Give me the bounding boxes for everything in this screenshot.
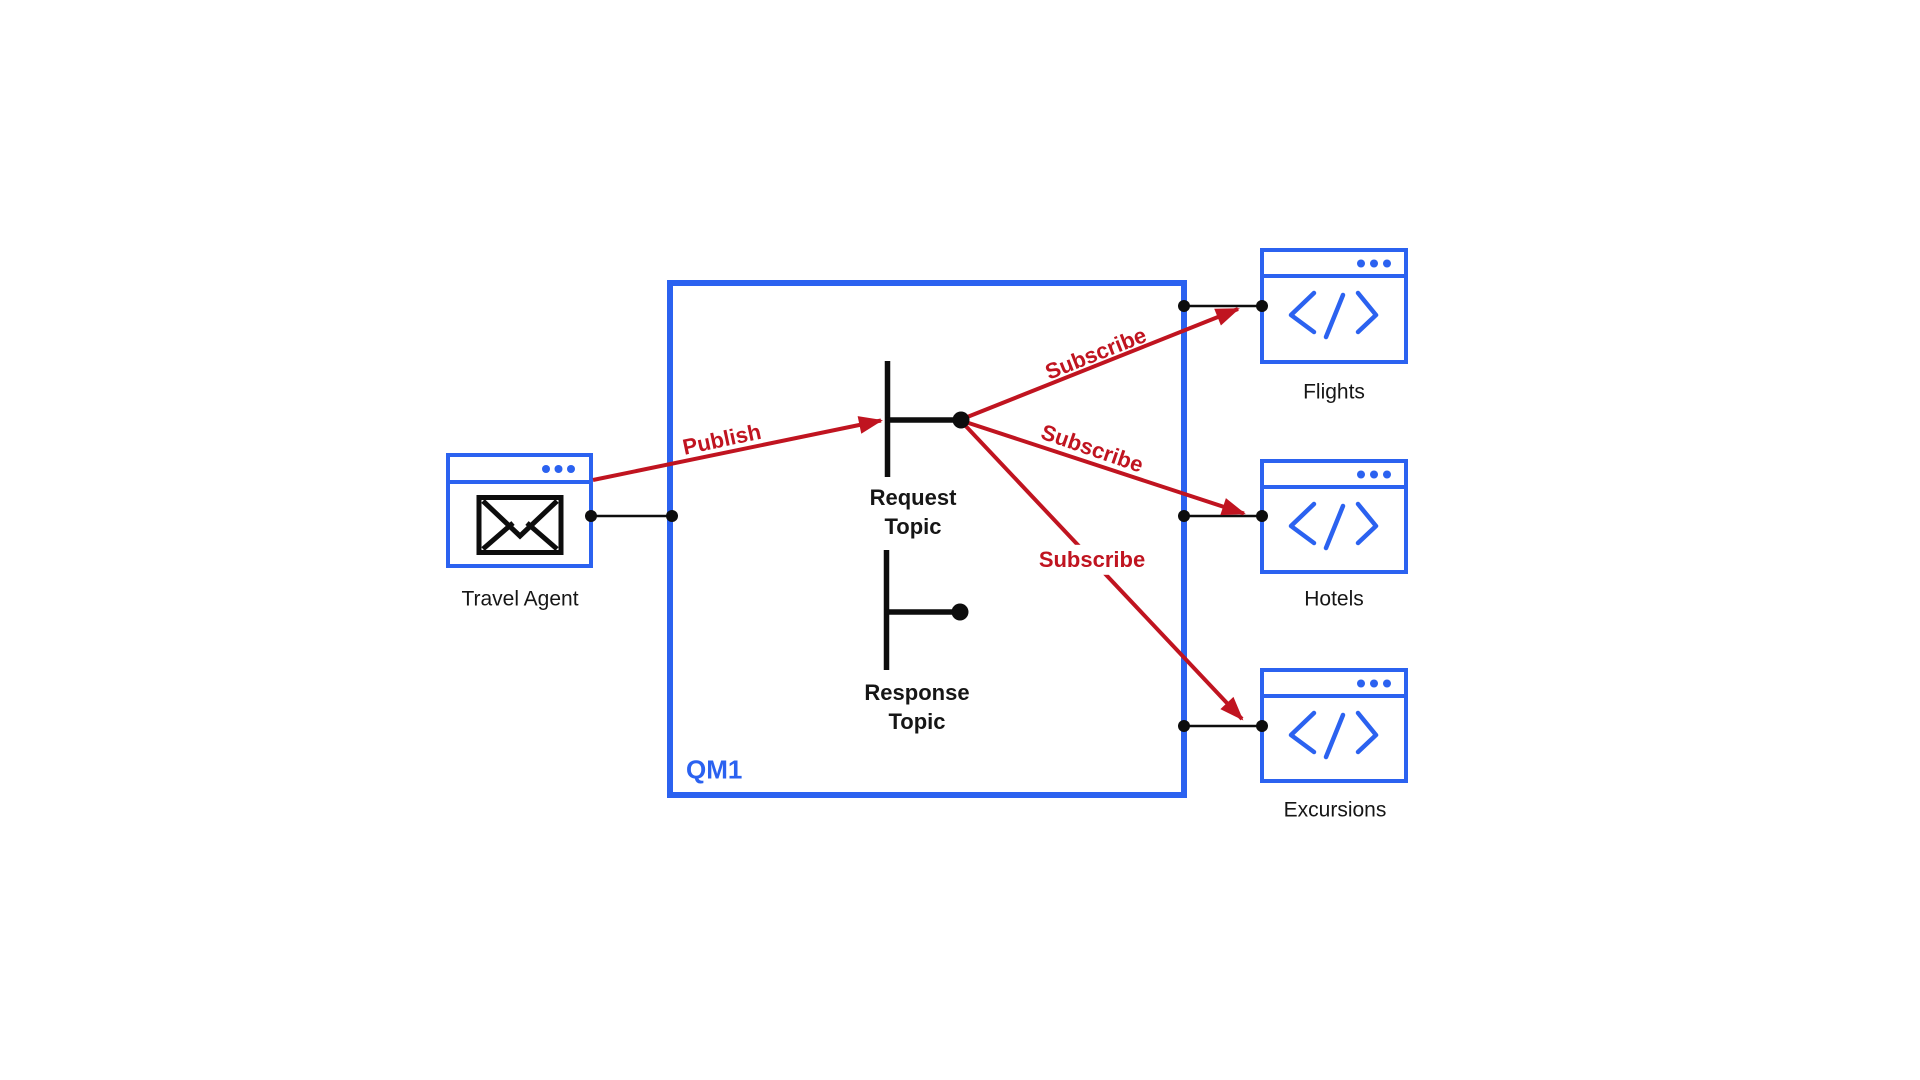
travel-agent-label: Travel Agent — [461, 587, 579, 611]
excursions-label: Excursions — [1283, 798, 1387, 822]
ellipsis-dots-icon — [542, 465, 575, 473]
response-topic-symbol — [883, 550, 954, 670]
response-topic-dot — [951, 603, 969, 621]
response-topic-label: Response Topic — [864, 678, 969, 736]
excursions-window — [1260, 668, 1408, 783]
hotels-window — [1260, 459, 1408, 574]
flights-label: Flights — [1303, 380, 1365, 404]
code-icon — [1288, 501, 1379, 551]
response-topic-line1: Response — [864, 680, 970, 705]
response-topic-line2: Topic — [888, 709, 946, 734]
request-topic-dot — [952, 411, 970, 429]
subscribe-arrow-hotels — [960, 418, 1246, 516]
request-topic-line2: Topic — [884, 514, 942, 539]
code-icon — [1288, 290, 1379, 340]
flights-window — [1260, 248, 1408, 364]
ellipsis-dots-icon — [1357, 470, 1391, 479]
ellipsis-dots-icon — [1357, 679, 1391, 688]
ellipsis-dots-icon — [1357, 259, 1391, 268]
travel-agent-connector — [585, 510, 678, 522]
request-topic-line1: Request — [869, 485, 957, 510]
hotels-label: Hotels — [1304, 587, 1364, 611]
request-topic-symbol — [884, 361, 955, 477]
flights-connector — [1178, 300, 1268, 312]
hotels-connector — [1178, 510, 1268, 522]
queue-manager-box — [667, 280, 1187, 798]
excursions-connector — [1178, 720, 1268, 732]
request-topic-label: Request Topic — [870, 483, 957, 541]
envelope-icon — [476, 495, 564, 555]
subscribe-excursions-label: Subscribe — [1030, 544, 1154, 576]
queue-manager-label: QM1 — [686, 754, 743, 785]
publish-arrow — [592, 416, 883, 482]
travel-agent-window — [446, 453, 593, 568]
subscribe-arrow-flights — [960, 307, 1240, 422]
code-icon — [1288, 710, 1379, 760]
